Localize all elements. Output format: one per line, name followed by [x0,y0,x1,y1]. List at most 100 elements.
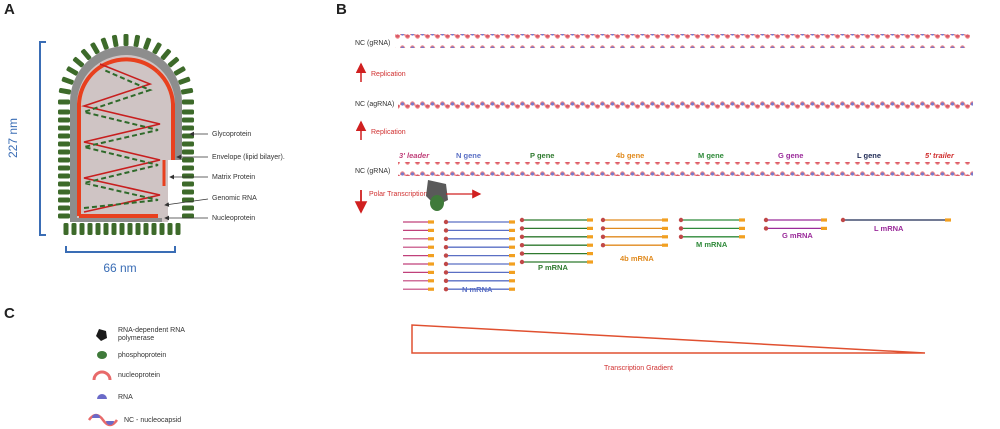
glycoprotein-spike [111,34,119,48]
glycoprotein-spike [58,165,70,171]
width-dimension: 66 nm [65,246,176,275]
glycoprotein-spike [151,223,157,235]
gradient-label: Transcription Gradient [604,365,673,372]
mrna-label-l: L mRNA [874,224,904,233]
nucleoprotein-coil [80,69,159,209]
glycoprotein-spike [58,213,70,219]
glycoprotein-spike [160,48,172,61]
panel-letter-c: C [4,305,15,322]
glycoprotein-spike [61,76,74,85]
label-nucleoprotein: Nucleoprotein [212,215,255,222]
label-glycoprotein: Glycoprotein [212,131,251,138]
leader-transcript [403,237,434,241]
legend: RNA-dependent RNA polymerase phosphoprot… [87,327,185,427]
height-label: 227 nm [6,118,20,158]
mrna-transcript [678,226,745,231]
legend-item-phosphoprotein: phosphoprotein [97,351,166,359]
legend-item-nucleocapsid: NC - nucleocapsid [87,413,181,427]
glycoprotein-spike [80,48,92,61]
height-dimension: 227 nm [6,41,46,236]
glycoprotein-spike [111,223,117,235]
glycoprotein-spike [182,117,194,123]
nucleocapsid-icon [87,413,119,427]
replication-step-2: Replication [355,120,406,140]
mrna-transcript [763,217,827,223]
gene-labels: 3' leader N gene P gene 4b gene M gene G… [399,151,955,160]
mrna-transcript [443,261,515,267]
trailer-label: 5' trailer [925,151,955,160]
mrna-groups [403,217,951,292]
mrna-transcript [519,217,593,223]
mrna-transcript [600,226,668,231]
glycoprotein-spike [119,223,125,235]
glycoprotein-spike [58,173,70,179]
gene-label-p: P gene [530,151,554,160]
glycoprotein-spike [159,223,165,235]
transcription-gradient: Transcription Gradient [411,324,926,372]
panel-letter-b: B [336,1,347,18]
replication-step-1: Replication [355,62,406,82]
nc-strand-1: NC (gRNA) [355,34,970,48]
mrna-transcript [443,287,515,292]
polar-transcription-label: Polar Transcription [369,191,427,198]
replication-label-1: Replication [371,71,406,78]
virion-diagram [58,34,194,235]
gene-label-m: M gene [698,151,724,160]
glycoprotein-spike [58,109,70,115]
glycoprotein-spike [95,223,101,235]
mrna-transcript [678,234,745,239]
virion-callouts: Glycoprotein Envelope (lipid bilayer). M… [164,131,285,222]
mrna-label-g: G mRNA [782,231,813,240]
glycoprotein-spike [182,181,194,187]
glycoprotein-spike [178,76,191,85]
gene-label-n: N gene [456,151,481,160]
nucleocapsid-strand [398,162,973,176]
glycoprotein-spike [58,133,70,139]
glycoprotein-spike [123,34,129,46]
mrna-transcript [678,217,745,223]
genomic-rna [81,63,161,213]
glycoprotein-spike [182,149,194,155]
leader-transcript [403,287,434,291]
leader-transcript [403,228,434,232]
glycoprotein-spike [58,205,70,211]
polar-transcription: Polar Transcription [354,180,482,214]
matrix-protein [77,57,160,216]
glycoprotein-spike [182,99,194,105]
gradient-wedge [411,324,926,354]
mrna-transcript [443,278,515,283]
mrna-transcript [443,236,515,241]
glycoprotein-spike [167,223,173,235]
legend-item-nucleoprotein: nucleoprotein [92,370,160,381]
glycoprotein-spike [182,213,194,219]
glycoprotein-spike [66,66,79,76]
glycoprotein-spike [173,66,186,76]
label-genomic-rna: Genomic RNA [212,195,257,202]
glycoprotein-spike [103,223,109,235]
glycoprotein-spike [143,223,149,235]
leader-transcript [403,279,434,283]
label-matrix-protein: Matrix Protein [212,174,255,181]
nucleocapsid-strand [398,95,973,109]
glycoprotein-spike [58,117,70,123]
mrna-transcript [763,226,827,231]
mrna-transcript [840,217,951,223]
glycoprotein-spike [58,99,70,105]
glycoprotein-spike [182,141,194,147]
mrna-label-4b: 4b mRNA [620,254,654,263]
glycoprotein-spike [180,87,194,95]
leader-transcript [403,262,434,266]
glycoprotein-spike [58,157,70,163]
mrna-transcript [519,251,593,256]
glycoprotein-spike [182,125,194,131]
nc-strand-2: NC (agRNA) [355,95,973,109]
glycoprotein-spike [182,157,194,163]
mrna-transcript [519,243,593,248]
nc-label-3: NC (gRNA) [355,168,390,175]
glycoprotein-spike [72,56,85,68]
polymerase-icon [96,329,107,341]
glycoprotein-spike [182,173,194,179]
glycoprotein-spike [182,205,194,211]
leader-transcript [403,245,434,249]
mrna-transcript [443,245,515,250]
